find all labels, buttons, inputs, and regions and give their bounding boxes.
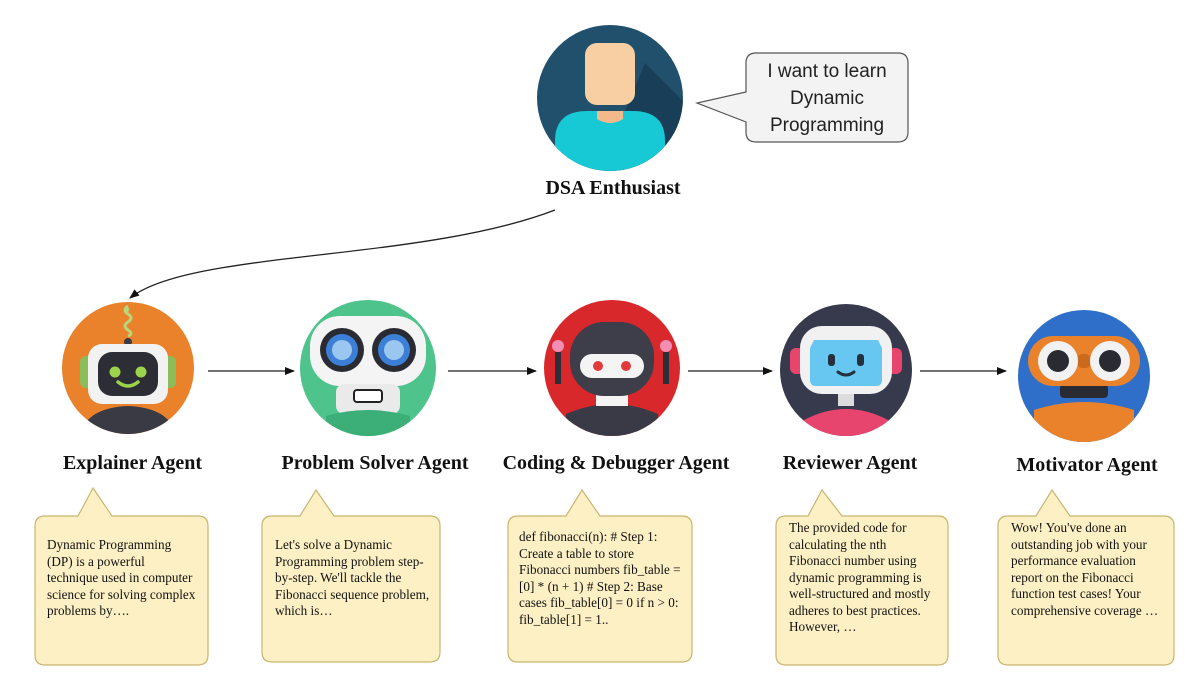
agent-name-reviewer: Reviewer Agent [782, 452, 918, 474]
user-to-explainer-arrow [129, 209, 556, 299]
user-name-label: DSA Enthusiast [545, 177, 681, 199]
reviewer-message: The provided code for calculating the nt… [789, 520, 931, 634]
agent-name-explainer: Explainer Agent [62, 452, 203, 474]
agent-name-problem-solver: Problem Solver Agent [281, 452, 469, 474]
reviewer-robot-icon [780, 304, 912, 436]
coding-debugger-speech-bubble [507, 488, 693, 663]
reviewer-speech-bubble [775, 488, 949, 666]
coding-debugger-robot-icon [544, 300, 680, 436]
agent-name-coding-debugger: Coding & Debugger Agent [502, 452, 730, 474]
explainer-robot-icon [62, 302, 194, 434]
problem-solver-speech-bubble [261, 488, 441, 663]
coding-debugger-message: def fibonacci(n): # Step 1: Create a tab… [519, 529, 681, 627]
motivator-message: Wow! You've done an outstanding job with… [1011, 520, 1159, 618]
problem-solver-robot-icon [300, 300, 436, 436]
explainer-message: Dynamic Programming (DP) is a powerful t… [47, 537, 196, 618]
motivator-speech-bubble [997, 488, 1175, 666]
user-avatar-icon [537, 25, 683, 171]
user-speech-text: I want to learn Dynamic Programming [767, 61, 887, 136]
agent-name-motivator: Motivator Agent [1016, 454, 1158, 476]
user-speech-bubble [694, 52, 909, 143]
explainer-speech-bubble [34, 486, 209, 666]
motivator-robot-icon [1018, 310, 1150, 442]
problem-solver-message: Let's solve a Dynamic Programming proble… [275, 537, 430, 618]
